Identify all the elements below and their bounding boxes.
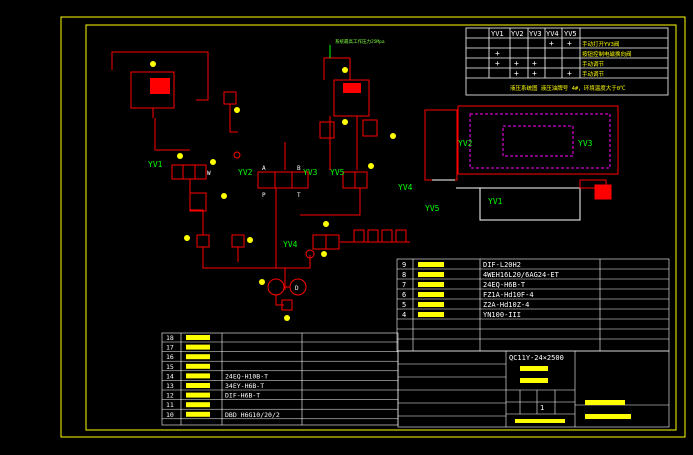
title-block-placeholder-text [515,366,631,423]
parts-row-number: 15 [166,363,174,371]
parts-row-number: 13 [166,382,174,390]
table-header-yv5: YV5 [564,30,577,38]
chinese-label-glyphs [418,282,444,287]
chinese-label-glyphs [418,312,444,317]
label-yv1: YV1 [148,160,163,169]
parts-row-number: 16 [166,353,174,361]
spec-row-code: DIF-L20H2 [483,261,521,269]
chinese-label-glyphs [418,292,444,297]
parts-row-number: 10 [166,411,174,419]
spec-row-number: 9 [402,261,406,269]
chinese-label-glyphs [186,354,210,360]
chinese-label-glyphs [186,363,210,369]
pressure-note: 系统最高工作压力25Mpa [335,38,385,45]
table-header-yv3: YV3 [529,30,542,38]
svg-text:+: + [514,59,519,68]
chinese-label-glyphs [186,411,210,417]
parts-row-number: 14 [166,372,174,380]
inner-frame [85,24,677,431]
spec-row-number: 8 [402,271,406,279]
outer-frame [60,16,686,438]
part-markers [150,61,396,321]
spec-row-number: 4 [402,311,406,319]
parts-row-number: 12 [166,392,174,400]
chinese-label-glyphs [418,272,444,277]
svg-text:+: + [514,69,519,78]
chinese-label-glyphs [186,335,210,340]
table-header-yv4: YV4 [546,30,559,38]
parts-row-code: DBD H6G10/20/2 [225,411,280,419]
table-header-yv1: YV1 [491,30,504,38]
port-w: W [207,170,211,177]
label-yv5: YV5 [330,168,345,177]
spec-row-code: FZ1A-Hd10F-4 [483,291,534,299]
table-caption: 液压系统图 液压油牌号 4#，环境温度大于0℃ [510,84,626,92]
parts-row-number: 11 [166,401,174,409]
motor-d: D [295,285,299,292]
svg-text:+: + [532,69,537,78]
parts-row-code: 24EQ-H10B-T [225,372,268,380]
valve-yv1 [171,164,207,180]
model-number: QC11Y-24×2500 [509,354,564,362]
label-yv3: YV3 [303,168,318,177]
spec-row-code: 24EQ-H6B-T [483,281,526,289]
port-a: A [262,165,266,172]
table-note-2: 按钮控制电磁换向阀 [582,50,632,58]
svg-text:+: + [549,39,554,48]
valve-action-table [465,27,669,96]
parts-row-number: 17 [166,344,174,352]
label-yv4: YV4 [283,240,298,249]
machine-label-yv1: YV1 [488,197,503,206]
svg-text:+: + [495,59,500,68]
table-header-yv2: YV2 [511,30,524,38]
port-t: T [297,192,301,199]
right-cylinder [333,79,370,117]
pump [267,278,285,296]
valve-yv2-yv3 [257,171,309,189]
spec-row-code: 4WEH16L20/6AG24-ET [483,271,560,279]
scale-value: 1 [540,404,544,412]
table-note-1: 手动打开YV3阀 [582,40,619,48]
chinese-label-glyphs [418,302,444,307]
machine-label-yv5: YV5 [425,204,440,213]
table-marks: +++ +++ +++ [495,39,572,78]
spec-row-number: 7 [402,281,406,289]
svg-text:+: + [567,39,572,48]
table-note-3: 手动调节 [582,60,605,68]
press-brake-outline [424,105,619,221]
spec-row-code: Z2A-Hd10Z-4 [483,301,529,309]
svg-text:+: + [567,69,572,78]
machine-label-yv2: YV2 [458,139,473,148]
parts-row-number: 18 [166,334,174,342]
port-p: P [262,192,266,199]
spec-table-rows: 9 DIF-L20H2 8 4WEH16L20/6AG24-ET 7 24EQ-H6B-T… [402,261,560,319]
svg-text:+: + [495,49,500,58]
chinese-label-glyphs [186,373,210,379]
chinese-label-glyphs [186,392,210,398]
chinese-label-glyphs [186,344,210,350]
hydraulic-schematic [111,45,410,311]
spec-row-number: 6 [402,291,406,299]
chinese-label-glyphs [186,402,210,408]
chinese-label-glyphs [186,383,210,388]
chinese-label-glyphs [418,262,444,267]
machine-label-yv3: YV3 [578,139,593,148]
spec-table-grid [396,258,670,352]
machine-label-yv4: YV4 [398,183,413,192]
parts-row-code: DIF-H6B-T [225,392,260,400]
spec-row-number: 5 [402,301,406,309]
spec-row-code: YN100-III [483,311,521,319]
svg-text:+: + [532,59,537,68]
port-b: B [297,165,301,172]
parts-row-code: 34EY-H6B-T [225,382,264,390]
label-yv2: YV2 [238,168,253,177]
table-note-4: 手动调节 [582,70,605,78]
